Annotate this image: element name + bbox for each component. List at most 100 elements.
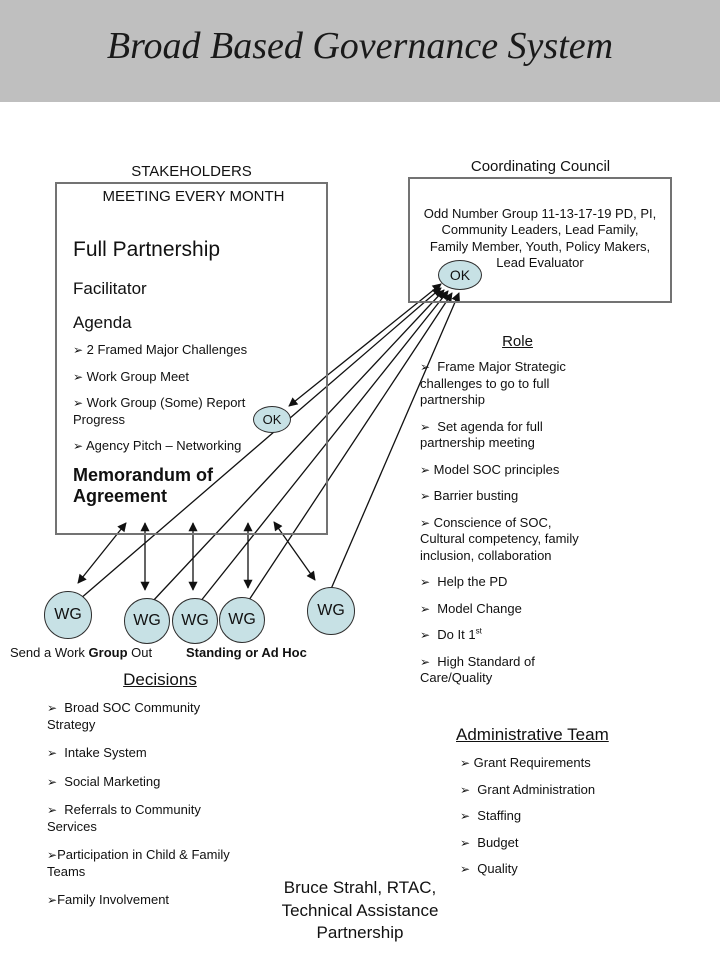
bullet-item: ➢ Budget	[460, 835, 670, 852]
coordinating-council-label: Coordinating Council	[470, 158, 611, 175]
bullet-text: Intake System	[57, 745, 147, 760]
arrow-bullet-icon: ➢	[73, 439, 84, 453]
slide-title: Broad Based Governance System	[106, 25, 614, 67]
bullet-text: Social Marketing	[57, 773, 161, 789]
bullet-item: ➢ 2 Framed Major Challenges	[73, 342, 285, 359]
bullet-item: ➢ Referrals to Community Services	[47, 802, 282, 835]
arrow-bullet-icon: ➢	[420, 654, 431, 669]
meeting-label: MEETING EVERY MONTH	[102, 188, 285, 205]
coordinating-council-box: Odd Number Group 11-13-17-19 PD, PI, Com…	[408, 177, 672, 303]
bullet-item: ➢ Model SOC principles	[420, 462, 610, 479]
bullet-text: Grant Requirements	[470, 755, 591, 770]
bullet-text: Staffing	[470, 808, 522, 823]
title-band	[0, 0, 720, 102]
arrow-bullet-icon: ➢	[420, 462, 431, 477]
bullet-item: ➢ Model Change	[420, 601, 610, 618]
bullet-text: Help the PD	[430, 574, 508, 589]
caption-text-bold: Group	[88, 645, 128, 660]
bullet-item: ➢Family Involvement	[47, 892, 282, 909]
ok-ellipse-council: OK	[438, 260, 482, 290]
arrow-bullet-icon: ➢	[460, 756, 471, 770]
send-work-group-caption: Send a Work Group Out	[10, 645, 152, 660]
bullet-item: ➢ Social Marketing	[47, 774, 282, 791]
bullet-item: ➢ Grant Administration	[460, 782, 670, 799]
bullet-item: ➢ Set agenda for full partnership meetin…	[420, 419, 610, 452]
bullet-text: Referrals to Community Services	[47, 802, 201, 834]
bullet-text: Quality	[470, 861, 518, 876]
role-heading: Role	[502, 333, 533, 350]
work-group-circle: WG	[172, 598, 218, 644]
bullet-text: Conscience of SOC, Cultural competency, …	[420, 514, 579, 563]
arrow-bullet-icon: ➢	[460, 835, 471, 850]
decisions-bullet-list: ➢ Broad SOC Community Strategy➢ Intake S…	[47, 700, 282, 921]
council-membership-text: Odd Number Group 11-13-17-19 PD, PI, Com…	[423, 206, 657, 271]
bullet-item: ➢ Work Group Meet	[73, 369, 285, 386]
bullet-text: Model Change	[430, 600, 522, 616]
bullet-item: ➢ Broad SOC Community Strategy	[47, 700, 282, 733]
stakeholders-box: MEETING EVERY MONTH Full Partnership Fac…	[55, 182, 328, 535]
bullet-item: ➢ Grant Requirements	[460, 755, 670, 772]
arrow-bullet-icon: ➢	[420, 601, 431, 616]
bullet-text: Do It 1st	[430, 626, 482, 642]
standing-or-adhoc-caption: Standing or Ad Hoc	[186, 645, 307, 660]
bullet-item: ➢ Staffing	[460, 808, 670, 825]
bullet-text: Grant Administration	[470, 781, 596, 797]
work-group-circle: WG	[307, 587, 355, 635]
bullet-text: Work Group (Some) Report Progress	[73, 395, 246, 427]
bullet-item: ➢ Quality	[460, 861, 670, 878]
ok-ellipse-stakeholders: OK	[253, 406, 291, 433]
arrow-bullet-icon: ➢	[420, 360, 431, 374]
bullet-text: Agency Pitch – Networking	[83, 438, 242, 453]
arrow-bullet-icon: ➢	[73, 396, 84, 410]
admin-bullet-list: ➢ Grant Requirements➢ Grant Administrati…	[460, 755, 670, 888]
role-bullet-list: ➢ Frame Major Strategic challenges to go…	[420, 359, 610, 697]
administrative-team-heading: Administrative Team	[456, 725, 609, 744]
arrow-bullet-icon: ➢	[47, 746, 58, 760]
bullet-text: Set agenda for full partnership meeting	[420, 418, 543, 451]
bullet-text: Work Group Meet	[83, 368, 190, 384]
arrow-bullet-icon: ➢	[420, 515, 431, 530]
bullet-item: ➢ Conscience of SOC, Cultural competency…	[420, 515, 610, 565]
caption-text: Out	[127, 645, 153, 660]
bullet-text: Budget	[470, 834, 519, 850]
arrow-bullet-icon: ➢	[420, 419, 431, 434]
agenda-bullet-list: ➢ 2 Framed Major Challenges➢ Work Group …	[73, 342, 285, 455]
agenda-label: Agenda	[73, 313, 132, 332]
bullet-text: Broad SOC Community Strategy	[47, 700, 201, 732]
work-group-circle: WG	[124, 598, 170, 644]
arrow-bullet-icon: ➢	[47, 893, 58, 907]
arrow-bullet-icon: ➢	[460, 862, 471, 876]
bullet-text: Participation in Child & Family Teams	[47, 847, 230, 879]
work-group-circle: WG	[219, 597, 265, 643]
arrow-bullet-icon: ➢	[47, 848, 58, 862]
bullet-text: Family Involvement	[57, 892, 170, 907]
arrow-bullet-icon: ➢	[47, 701, 58, 715]
bullet-text: Model SOC principles	[430, 461, 560, 477]
arrow-bullet-icon: ➢	[420, 575, 431, 589]
bullet-text: Barrier busting	[430, 488, 519, 503]
stakeholders-label: STAKEHOLDERS	[131, 163, 252, 180]
bullet-item: ➢Participation in Child & Family Teams	[47, 847, 282, 880]
bullet-item: ➢ Work Group (Some) Report Progress	[73, 395, 285, 428]
memorandum-heading: Memorandum of Agreement	[73, 464, 214, 507]
bullet-item: ➢ Do It 1st	[420, 627, 610, 644]
arrow-bullet-icon: ➢	[420, 628, 431, 642]
arrow-bullet-icon: ➢	[47, 774, 58, 789]
bullet-item: ➢ Help the PD	[420, 574, 610, 591]
bullet-item: ➢ Frame Major Strategic challenges to go…	[420, 359, 610, 409]
arrow-bullet-icon: ➢	[460, 782, 471, 797]
arrow-bullet-icon: ➢	[460, 809, 471, 823]
work-group-circle: WG	[44, 591, 92, 639]
bullet-item: ➢ Agency Pitch – Networking	[73, 438, 285, 455]
bullet-item: ➢ Barrier busting	[420, 488, 610, 505]
arrow-bullet-icon: ➢	[47, 803, 58, 817]
credit-text: Bruce Strahl, RTAC, Technical Assistance…	[281, 878, 439, 943]
bullet-item: ➢ High Standard of Care/Quality	[420, 654, 610, 687]
bullet-text: 2 Framed Major Challenges	[83, 342, 248, 357]
arrow-bullet-icon: ➢	[73, 343, 84, 357]
facilitator-label: Facilitator	[73, 279, 147, 298]
bullet-text: High Standard of Care/Quality	[420, 653, 535, 686]
arrow-bullet-icon: ➢	[420, 489, 431, 503]
bullet-text: Frame Major Strategic challenges to go t…	[420, 359, 566, 407]
